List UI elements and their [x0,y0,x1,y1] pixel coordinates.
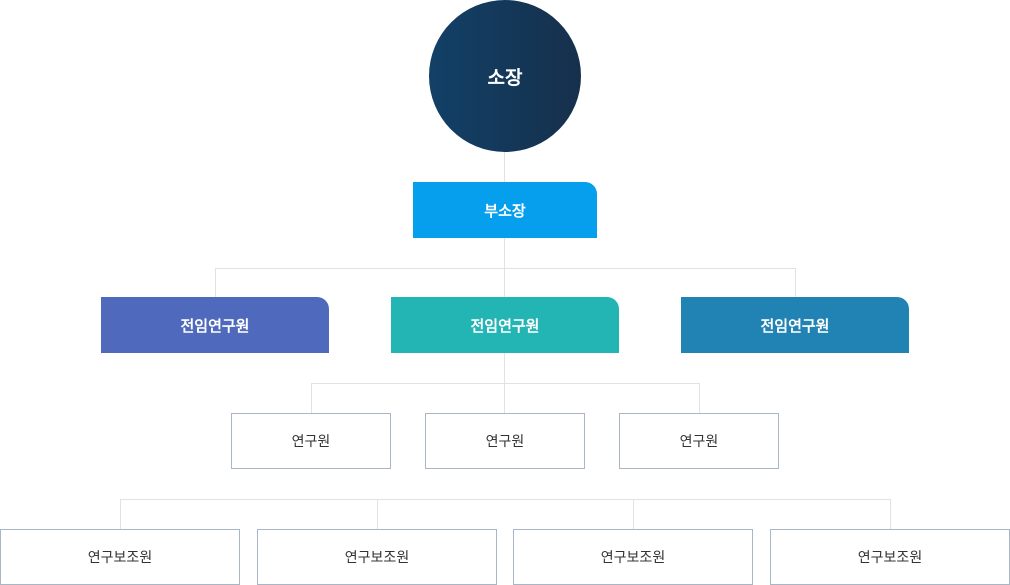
connector-deputy-down [504,238,505,297]
senior-researcher-node-1: 전임연구원 [101,297,329,353]
researcher-label: 연구원 [679,434,719,450]
research-assistant-node-2: 연구보조원 [257,529,497,585]
senior-researcher-label: 전임연구원 [180,316,250,335]
research-assistant-label: 연구보조원 [857,550,923,566]
research-assistant-label: 연구보조원 [344,550,410,566]
senior-researcher-node-2: 전임연구원 [391,297,619,353]
director-node: 소장 [429,0,581,152]
research-assistant-label: 연구보조원 [600,550,666,566]
connector-assistant-1 [120,499,121,529]
connector-senior-left [215,268,216,297]
connector-senior-right [795,268,796,297]
deputy-director-label: 부소장 [484,201,526,220]
researcher-node-1: 연구원 [231,413,391,469]
connector-director-deputy [504,152,505,182]
senior-researcher-node-3: 전임연구원 [681,297,909,353]
researcher-label: 연구원 [291,434,331,450]
research-assistant-label: 연구보조원 [87,550,153,566]
deputy-director-node: 부소장 [413,182,597,238]
researcher-label: 연구원 [485,434,525,450]
connector-senior-horizontal [215,268,796,269]
research-assistant-node-1: 연구보조원 [0,529,240,585]
director-label: 소장 [487,66,523,89]
research-assistant-node-3: 연구보조원 [513,529,753,585]
connector-assistant-3 [633,499,634,529]
connector-assistant-4 [890,499,891,529]
senior-researcher-label: 전임연구원 [760,316,830,335]
connector-assistant-2 [377,499,378,529]
connector-assistant-horizontal [120,499,891,500]
researcher-node-3: 연구원 [619,413,779,469]
senior-researcher-label: 전임연구원 [470,316,540,335]
connector-researcher-horizontal [311,383,700,384]
connector-researcher-right [699,383,700,413]
research-assistant-node-4: 연구보조원 [770,529,1010,585]
researcher-node-2: 연구원 [425,413,585,469]
connector-researcher-left [311,383,312,413]
